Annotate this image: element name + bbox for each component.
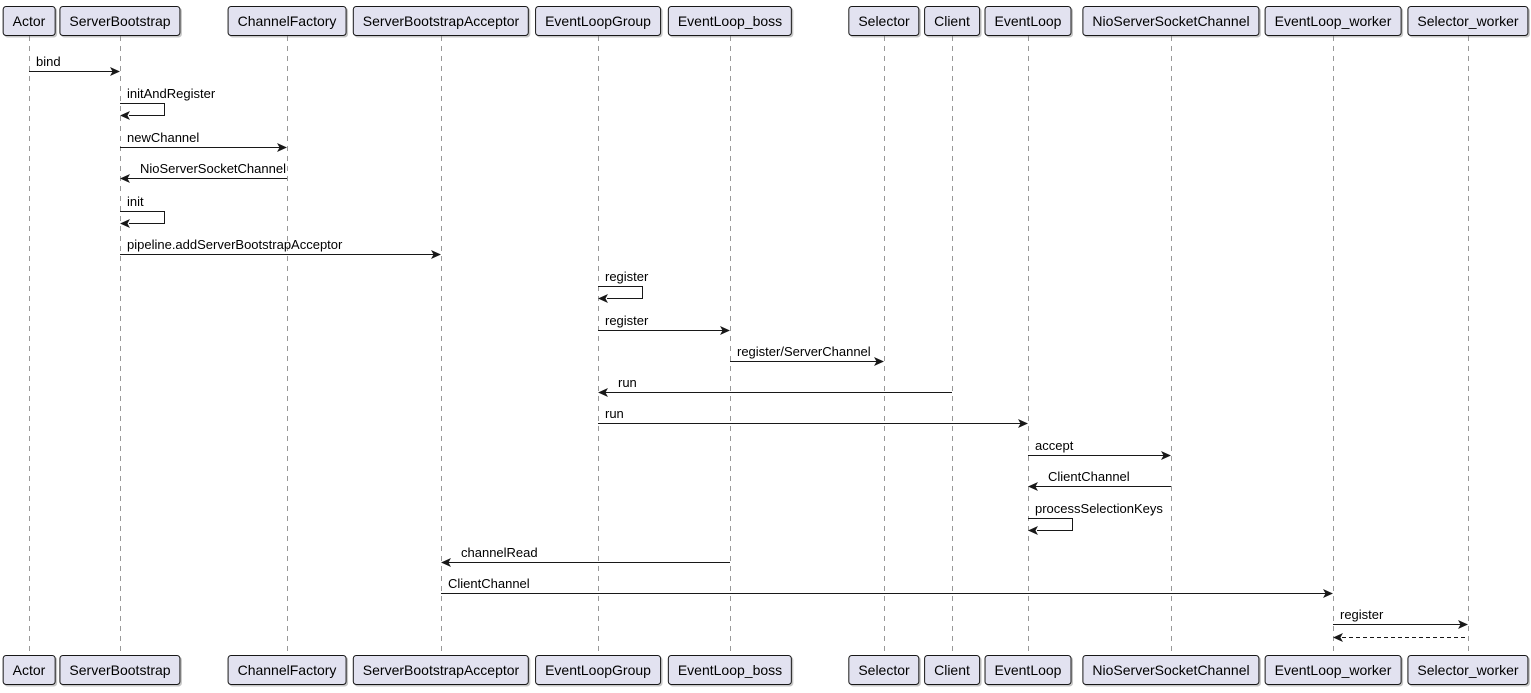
message-line-return [1335, 637, 1468, 638]
lifeline-actor [29, 36, 30, 655]
lifeline-channelfactory [287, 36, 288, 655]
participant-eventloop-worker-top: EventLoop_worker [1264, 6, 1402, 36]
message-arrowhead-run [1018, 419, 1028, 428]
message-label-bind: bind [36, 54, 61, 69]
message-label-init: init [127, 194, 144, 209]
message-line-run [598, 423, 1026, 424]
message-label-processselectionkeys: processSelectionKeys [1035, 501, 1163, 516]
message-arrowhead-register [598, 294, 608, 303]
participant-eventloopgroup-top: EventLoopGroup [535, 6, 661, 36]
message-line-clientchannel [1030, 486, 1171, 487]
message-arrowhead-newchannel [277, 143, 287, 152]
lifeline-selector [884, 36, 885, 655]
message-arrowhead-register [720, 326, 730, 335]
message-arrowhead-channelread [441, 558, 451, 567]
message-label-register: register [1340, 607, 1384, 622]
participant-channelfactory-top: ChannelFactory [227, 6, 347, 36]
lifeline-selector-worker [1468, 36, 1469, 655]
lifeline-eventloop-boss [730, 36, 731, 655]
message-line-run [600, 392, 952, 393]
message-arrowhead-pipeline-addserverbootstrapacceptor [431, 250, 441, 259]
self-message-top-line-init [120, 211, 164, 212]
message-line-nioserversocketchannel [122, 178, 287, 179]
message-line-register [598, 330, 728, 331]
message-label-nioserversocketchannel: NioServerSocketChannel [140, 161, 286, 176]
message-arrowhead-clientchannel [1028, 482, 1038, 491]
self-message-top-line-register [598, 286, 642, 287]
self-message-right-line-register [642, 286, 643, 299]
participant-serverbootstrapacceptor-top: ServerBootstrapAcceptor [352, 6, 530, 36]
lifeline-eventloop [1028, 36, 1029, 655]
message-arrowhead-processselectionkeys [1028, 526, 1038, 535]
participant-channelfactory-bottom: ChannelFactory [227, 655, 347, 685]
message-label-accept: accept [1035, 438, 1074, 453]
message-line-accept [1028, 455, 1169, 456]
message-arrowhead-clientchannel [1323, 589, 1333, 598]
lifeline-client [952, 36, 953, 655]
participant-eventloop-boss-bottom: EventLoop_boss [667, 655, 793, 685]
participant-eventloop-bottom: EventLoop [984, 655, 1072, 685]
message-arrowhead-accept [1161, 451, 1171, 460]
message-line-pipeline-addserverbootstrapacceptor [120, 254, 439, 255]
lifeline-nioserversocketchannel [1171, 36, 1172, 655]
message-line-bind [29, 71, 118, 72]
message-label-clientchannel: ClientChannel [448, 576, 530, 591]
message-label-pipeline-addserverbootstrapacceptor: pipeline.addServerBootstrapAcceptor [127, 237, 343, 252]
participant-client-bottom: Client [924, 655, 980, 685]
message-line-clientchannel [441, 593, 1331, 594]
participant-eventloopgroup-bottom: EventLoopGroup [535, 655, 661, 685]
self-message-top-line-initandregister [120, 103, 164, 104]
participant-eventloop-top: EventLoop [984, 6, 1072, 36]
message-label-register-serverchannel: register/ServerChannel [737, 344, 871, 359]
participant-selector-worker-top: Selector_worker [1407, 6, 1529, 36]
message-label-register: register [605, 313, 649, 328]
message-line-channelread [443, 562, 730, 563]
message-arrowhead-register [1458, 620, 1468, 629]
message-label-register: register [605, 269, 649, 284]
self-message-bottom-line-init [129, 223, 165, 224]
self-message-top-line-processselectionkeys [1028, 518, 1072, 519]
participant-serverbootstrapacceptor-bottom: ServerBootstrapAcceptor [352, 655, 530, 685]
participant-eventloop-worker-bottom: EventLoop_worker [1264, 655, 1402, 685]
participant-selector-worker-bottom: Selector_worker [1407, 655, 1529, 685]
lifeline-eventloop-worker [1333, 36, 1334, 655]
message-line-newchannel [120, 147, 285, 148]
message-arrowhead-return [1333, 633, 1343, 642]
lifeline-serverbootstrapacceptor [441, 36, 442, 655]
participant-serverbootstrap-bottom: ServerBootstrap [59, 655, 181, 685]
message-label-run: run [605, 406, 624, 421]
message-arrowhead-initandregister [120, 111, 130, 120]
participant-nioserversocketchannel-top: NioServerSocketChannel [1082, 6, 1260, 36]
participant-client-top: Client [924, 6, 980, 36]
message-arrowhead-init [120, 219, 130, 228]
message-label-initandregister: initAndRegister [127, 86, 216, 101]
message-label-clientchannel: ClientChannel [1048, 469, 1130, 484]
lifeline-eventloopgroup [598, 36, 599, 655]
message-line-register-serverchannel [730, 361, 882, 362]
message-label-run: run [618, 375, 637, 390]
lifeline-serverbootstrap [120, 36, 121, 655]
self-message-bottom-line-processselectionkeys [1037, 530, 1073, 531]
self-message-right-line-processselectionkeys [1072, 518, 1073, 531]
self-message-bottom-line-initandregister [129, 115, 165, 116]
participant-serverbootstrap-top: ServerBootstrap [59, 6, 181, 36]
participant-actor-top: Actor [2, 6, 56, 36]
participant-selector-bottom: Selector [848, 655, 920, 685]
participant-eventloop-boss-top: EventLoop_boss [667, 6, 793, 36]
self-message-right-line-init [164, 211, 165, 224]
participant-selector-top: Selector [848, 6, 920, 36]
participant-nioserversocketchannel-bottom: NioServerSocketChannel [1082, 655, 1260, 685]
participant-actor-bottom: Actor [2, 655, 56, 685]
message-arrowhead-register-serverchannel [874, 357, 884, 366]
message-line-register [1333, 624, 1466, 625]
message-arrowhead-bind [110, 67, 120, 76]
message-arrowhead-nioserversocketchannel [120, 174, 130, 183]
self-message-bottom-line-register [607, 298, 643, 299]
message-arrowhead-run [598, 388, 608, 397]
self-message-right-line-initandregister [164, 103, 165, 116]
message-label-channelread: channelRead [461, 545, 538, 560]
message-label-newchannel: newChannel [127, 130, 200, 145]
